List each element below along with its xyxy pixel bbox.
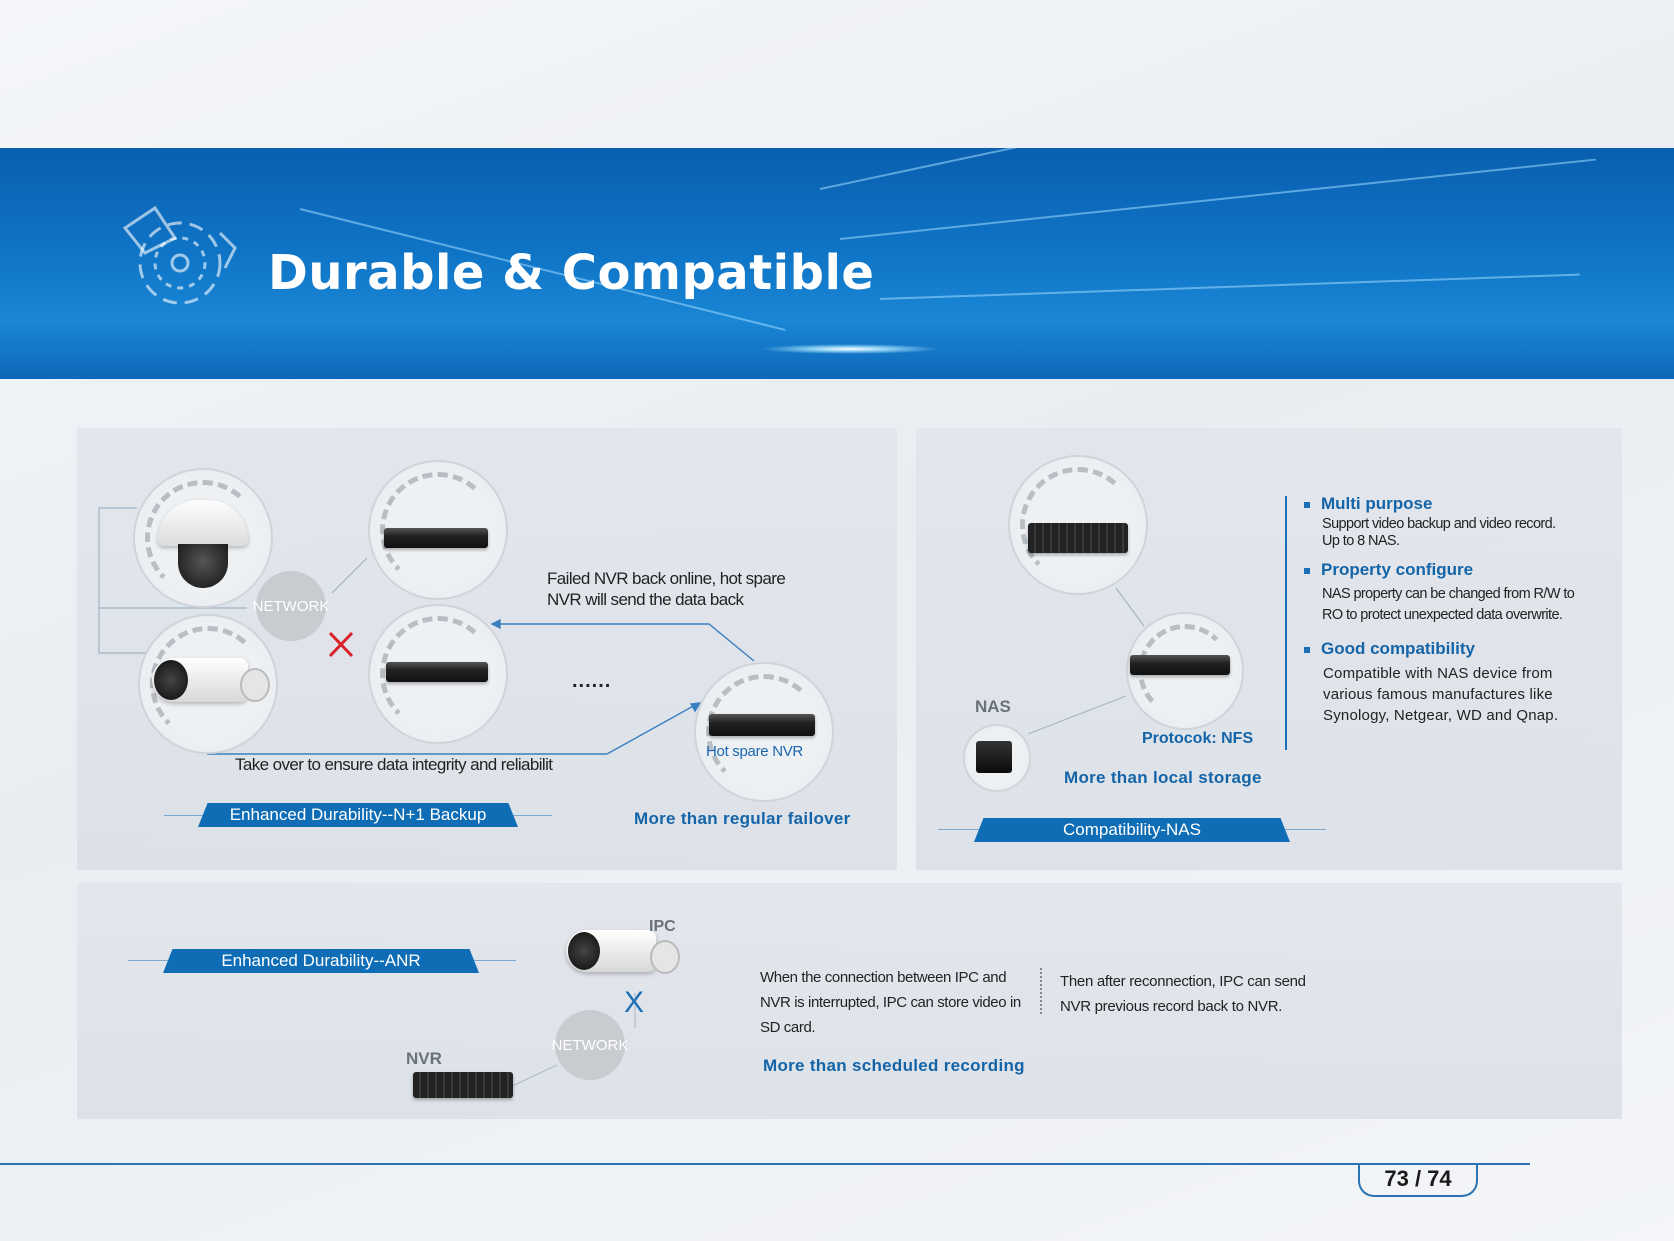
disconnect-x-icon: X [624,986,645,1019]
failed-text-line: Failed NVR back online, hot spare [547,569,786,588]
feature-item: Property configure NAS property can be c… [1302,560,1602,626]
protocol-label: Protocok: NFS [1142,730,1254,747]
n1-backup-tag: Enhanced Durability--N+1 Backup [198,803,518,827]
feature-title: Good compatibility [1321,639,1475,658]
feature-title: Multi purpose [1321,494,1433,513]
nvr-device-icon [1130,655,1230,675]
nvr-device-icon [386,662,488,682]
ipc-lens-icon [568,932,600,970]
local-storage-highlight: More than local storage [1064,768,1262,787]
light-streak [819,148,1505,190]
page-title: Durable & Compatible [268,245,875,301]
camera-mount-icon [240,668,270,702]
anr-text-line: NVR is interrupted, IPC can store video … [760,994,1021,1011]
bullet-lens-icon [154,660,188,700]
page-number: 73 / 74 [1358,1163,1478,1197]
hot-spare-nvr-icon [709,714,815,736]
hot-spare-label: Hot spare NVR [706,743,803,760]
feature-item: Multi purpose Support video backup and v… [1302,494,1602,550]
nas-tag: Compatibility-NAS [974,818,1290,842]
server-icon [1028,523,1128,553]
n1-connector-lines [98,507,755,755]
nvr-device-icon [384,528,488,548]
ellipsis-dots: ...... [572,670,612,692]
feature-line: Compatible with NAS device from [1323,665,1553,682]
feature-line: Synology, Netgear, WD and Qnap. [1323,707,1559,724]
anr-text-left: When the connection between IPC and NVR … [760,965,1021,1040]
nas-connector-lines [1027,496,1287,750]
network-node: NETWORK [552,1010,628,1080]
anr-tag: Enhanced Durability--ANR [163,949,479,973]
feature-line: Up to 8 NAS. [1322,533,1400,549]
nas-feature-list: Multi purpose Support video backup and v… [1302,494,1602,726]
anr-text-line: NVR previous record back to NVR. [1060,998,1283,1015]
feature-item: Good compatibility Compatible with NAS d… [1302,639,1602,726]
anr-panel [77,883,1622,1119]
bullet-icon [1304,568,1310,574]
feature-line: RO to protect unexpected data overwrite. [1322,607,1563,623]
text-divider [1040,968,1042,1014]
light-streak [879,273,1580,300]
network-node: NETWORK [253,571,329,641]
dome-lens-icon [178,544,228,588]
ipc-label: IPC [649,918,676,935]
footer-line [0,1163,1530,1165]
feature-line: Support video backup and video record. [1322,516,1556,532]
center-glow [760,344,940,354]
anr-text-line: When the connection between IPC and [760,969,1007,986]
anr-text-line: Then after reconnection, IPC can send [1060,973,1306,990]
feature-line: various famous manufactures like [1323,686,1553,703]
failed-nvr-text: Failed NVR back online, hot spare NVR wi… [547,568,786,610]
scheduled-recording-highlight: More than scheduled recording [763,1056,1025,1075]
nas-device-icon [976,741,1012,773]
feature-title: Property configure [1321,560,1474,579]
camera-mount-icon [650,940,680,974]
server-icon [413,1072,513,1098]
failure-cross-icon [328,631,354,658]
bullet-icon [1304,502,1310,508]
light-streak [839,158,1596,240]
gear-icon [122,205,237,305]
failover-highlight: More than regular failover [634,809,851,828]
anr-text-line: SD card. [760,1019,816,1036]
header-banner [0,148,1674,379]
bullet-icon [1304,647,1310,653]
nvr-label: NVR [406,1049,442,1068]
takeover-text: Take over to ensure data integrity and r… [235,755,553,774]
anr-text-right: Then after reconnection, IPC can send NV… [1060,969,1306,1019]
feature-line: NAS property can be changed from R/W to [1322,586,1575,602]
nas-label: NAS [975,697,1011,716]
failed-text-line: NVR will send the data back [547,590,744,609]
